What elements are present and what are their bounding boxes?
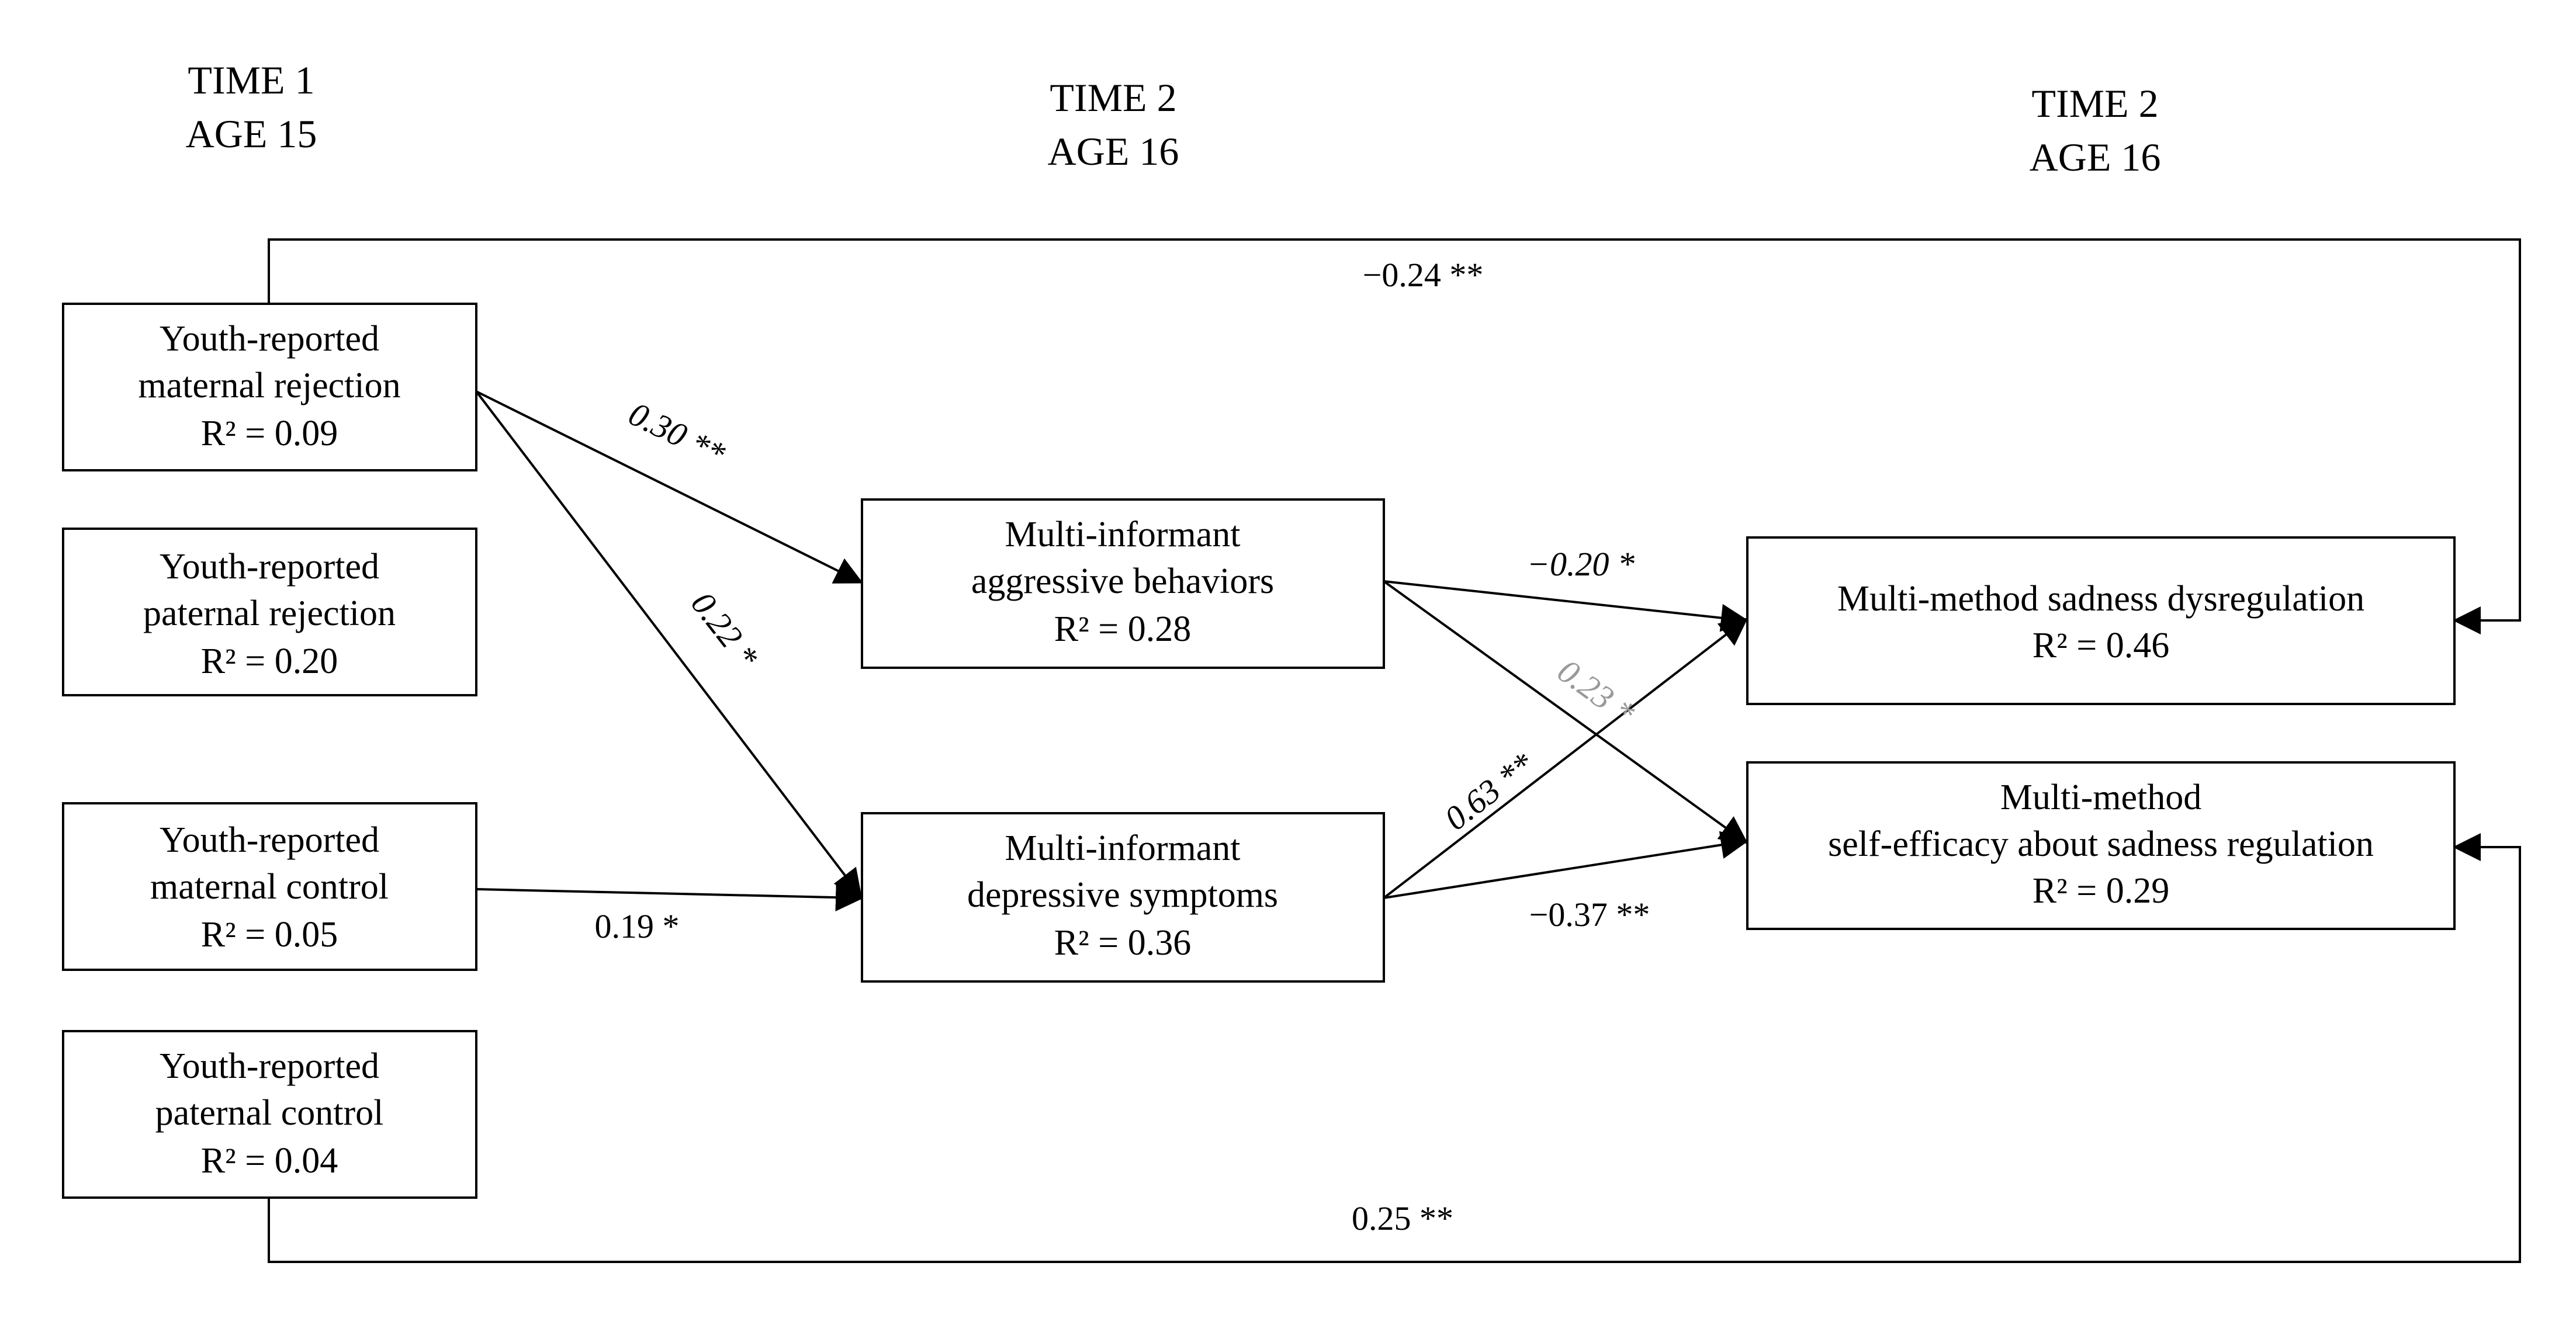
node-label-line: paternal rejection bbox=[143, 594, 396, 633]
coef-mat-rej-to-depr: 0.22 * bbox=[684, 585, 766, 675]
coef-depr-to-dysreg: 0.63 ** bbox=[1437, 745, 1540, 837]
path-line-mat-rej-to-depr bbox=[475, 390, 862, 898]
node-label-line: aggressive behaviors bbox=[971, 561, 1274, 601]
node-r2: R² = 0.29 bbox=[2033, 871, 2169, 911]
node-label-line: Multi-method bbox=[2000, 778, 2201, 817]
path-line-aggr-to-selfeff bbox=[1383, 580, 1749, 844]
node-aggressive-behaviors: Multi-informant aggressive behaviors R² … bbox=[861, 498, 1385, 669]
node-label-line: Multi-informant bbox=[1005, 828, 1241, 868]
header-time2-outcomes: TIME 2 AGE 16 bbox=[2030, 81, 2161, 179]
coef-mat-rej-to-aggr: 0.30 ** bbox=[623, 394, 731, 473]
node-maternal-rejection: Youth-reported maternal rejection R² = 0… bbox=[62, 303, 477, 471]
header-time1-line2: AGE 15 bbox=[186, 112, 317, 156]
node-maternal-control: Youth-reported maternal control R² = 0.0… bbox=[62, 802, 477, 971]
header-time2b-line1: TIME 2 bbox=[2031, 81, 2158, 126]
node-r2: R² = 0.04 bbox=[201, 1141, 338, 1181]
coef-aggr-to-selfeff: 0.23 * bbox=[1551, 651, 1642, 732]
path-line-mat-rej-to-dysreg bbox=[268, 238, 2521, 634]
header-time2a-line2: AGE 16 bbox=[1048, 129, 1179, 174]
node-label-line: Multi-method sadness dysregulation bbox=[1837, 579, 2364, 619]
node-label-line: Youth-reported bbox=[160, 820, 379, 860]
header-time2a-line1: TIME 2 bbox=[1050, 75, 1176, 120]
coef-depr-to-selfeff: −0.37 ** bbox=[1529, 896, 1650, 934]
node-paternal-rejection: Youth-reported paternal rejection R² = 0… bbox=[62, 528, 477, 696]
node-label-line: Youth-reported bbox=[160, 547, 379, 587]
node-label-line: Youth-reported bbox=[160, 1046, 379, 1086]
node-label-line: Youth-reported bbox=[160, 319, 379, 359]
node-r2: R² = 0.20 bbox=[201, 641, 338, 681]
node-r2: R² = 0.05 bbox=[201, 915, 338, 955]
coef-mat-rej-to-dysreg: −0.24 ** bbox=[1363, 256, 1484, 294]
node-label-line: maternal control bbox=[150, 867, 389, 907]
node-depressive-symptoms: Multi-informant depressive symptoms R² =… bbox=[861, 812, 1385, 983]
node-label-line: maternal rejection bbox=[138, 366, 400, 405]
node-label-line: paternal control bbox=[155, 1093, 384, 1133]
node-label-line: self-efficacy about sadness regulation bbox=[1828, 824, 2374, 864]
header-time2-mediators: TIME 2 AGE 16 bbox=[1048, 75, 1179, 174]
node-r2: R² = 0.46 bbox=[2033, 626, 2169, 665]
node-r2: R² = 0.36 bbox=[1054, 923, 1191, 963]
node-paternal-control: Youth-reported paternal control R² = 0.0… bbox=[62, 1030, 477, 1199]
node-label-line: depressive symptoms bbox=[967, 875, 1278, 915]
path-line-mat-ctrl-to-depr bbox=[476, 883, 864, 912]
path-line-mat-rej-to-aggr bbox=[476, 390, 864, 584]
node-sadness-dysregulation: Multi-method sadness dysregulation R² = … bbox=[1746, 536, 2456, 705]
node-label-line: Multi-informant bbox=[1005, 515, 1241, 554]
coef-aggr-to-dysreg: −0.20 * bbox=[1527, 545, 1635, 583]
header-time2b-line2: AGE 16 bbox=[2030, 135, 2161, 179]
path-line-depr-to-dysreg bbox=[1383, 618, 1749, 899]
node-r2: R² = 0.28 bbox=[1054, 609, 1191, 649]
path-line-aggr-to-dysreg bbox=[1383, 580, 1749, 632]
path-line-pat-ctrl-to-selfeff bbox=[268, 833, 2521, 1263]
path-line-depr-to-selfeff bbox=[1383, 831, 1749, 899]
node-self-efficacy: Multi-method self-efficacy about sadness… bbox=[1746, 761, 2456, 930]
header-time1-line1: TIME 1 bbox=[188, 58, 314, 102]
header-time1: TIME 1 AGE 15 bbox=[186, 58, 317, 156]
coef-mat-ctrl-to-depr: 0.19 * bbox=[595, 907, 680, 945]
node-r2: R² = 0.09 bbox=[201, 414, 338, 453]
coef-pat-ctrl-to-selfeff: 0.25 ** bbox=[1352, 1199, 1453, 1237]
